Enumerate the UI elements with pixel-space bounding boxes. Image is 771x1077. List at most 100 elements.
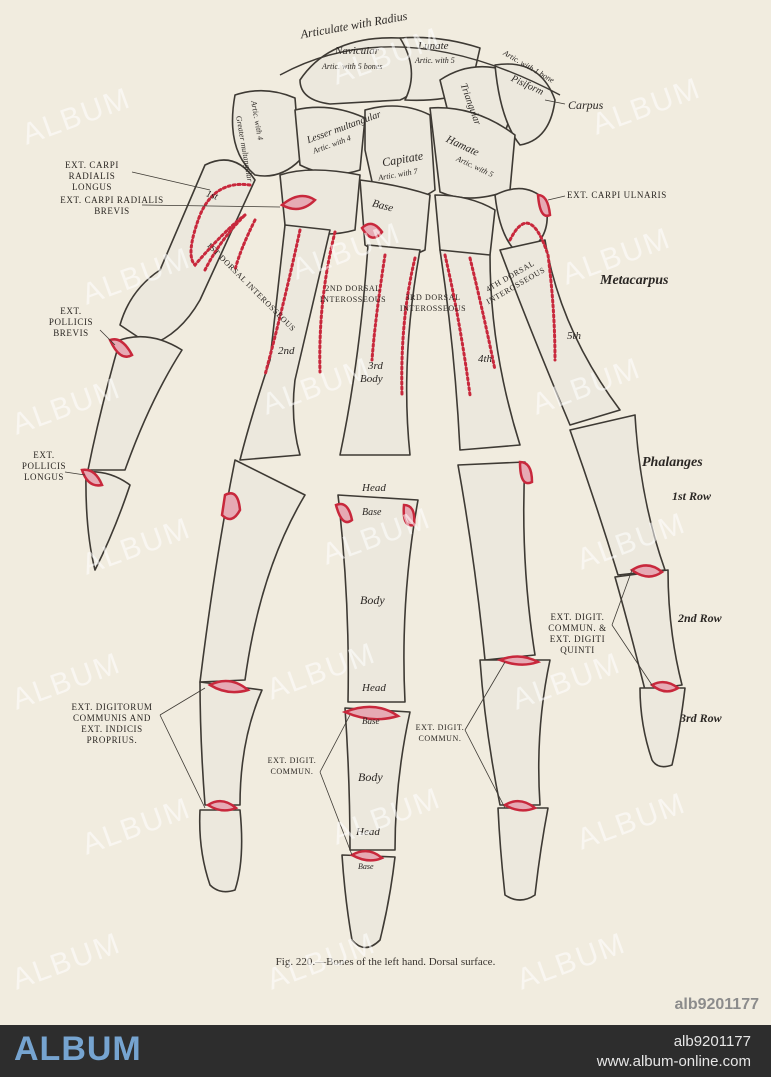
middle-middle-phalanx <box>344 707 411 851</box>
label-head-3: Head <box>356 826 380 838</box>
label-metacarpal-body: Body <box>360 373 383 385</box>
label-row-2: 2nd Row <box>678 611 722 625</box>
label-body-2: Body <box>358 770 383 784</box>
middle-mid-insertion <box>341 705 401 721</box>
little-distal-insertion <box>649 680 681 693</box>
little-distal-phalanx <box>639 687 686 768</box>
metacarpal-3 <box>339 244 421 456</box>
leader-edc-indicis <box>159 687 206 809</box>
little-proximal-phalanx <box>569 414 666 576</box>
metacarpal-2 <box>239 224 331 461</box>
ecu-insertion <box>508 221 557 362</box>
index-mid-insertion <box>207 679 251 694</box>
label-body-1: Body <box>360 593 385 607</box>
ring-middle-phalanx <box>479 659 551 806</box>
ecrb-insertion <box>279 194 317 211</box>
label-navicular-artic: Artic. with 5 bones <box>322 62 383 71</box>
label-epb: Ext. pollicis brevis <box>48 306 94 338</box>
epb-insertion <box>108 338 134 358</box>
leader-ecu <box>547 195 566 201</box>
index-middle-phalanx <box>199 681 263 806</box>
label-edc-1: Ext. digit. commun. <box>267 756 317 776</box>
leader-ecrb <box>141 204 281 208</box>
metacarpal-4 <box>439 249 521 451</box>
ecrl-insertion <box>189 182 252 268</box>
footer-bar: ALBUM alb9201177 www.album-online.com <box>0 1025 771 1077</box>
dorsal-interosseous-2b <box>318 230 337 374</box>
label-row-1: 1st Row <box>672 489 712 503</box>
label-head-1: Head <box>362 482 386 494</box>
thumb-proximal-phalanx <box>87 335 183 471</box>
middle-distal-phalanx <box>341 854 396 949</box>
label-metacarpal-2: 2nd <box>278 345 295 357</box>
footer-image-id: alb9201177 <box>673 1033 751 1050</box>
label-metacarpus: Metacarpus <box>600 273 669 288</box>
label-phalanges: Phalanges <box>642 455 703 470</box>
little-middle-phalanx <box>614 569 683 691</box>
carpal-base-4 <box>434 194 496 259</box>
label-head-2: Head <box>362 682 386 694</box>
label-metacarpal-3: 3rd <box>368 360 383 372</box>
label-carpus: Carpus <box>568 98 604 112</box>
image-reference: alb9201177 <box>674 996 759 1013</box>
leader-edc-quinti <box>611 569 653 686</box>
radius-articular-outline <box>279 46 561 96</box>
label-base-2: Base <box>362 716 380 726</box>
leader-epb <box>99 329 116 346</box>
leader-edc-1 <box>319 714 353 856</box>
label-metacarpal-4: 4th <box>478 353 493 365</box>
index-proximal-phalanx <box>199 459 306 683</box>
middle-base-insertion-l <box>334 502 354 524</box>
ecu-marker <box>536 193 552 218</box>
label-dorsal-interosseous-2: 2nd Dorsal Interosseous <box>319 284 387 304</box>
middle-proximal-phalanx <box>337 494 419 703</box>
label-lunate: Lunate <box>418 40 449 52</box>
index-distal-phalanx <box>198 809 243 893</box>
index-distal-insertion <box>205 799 239 812</box>
label-row-3: 3rd Row <box>680 711 722 725</box>
dorsal-interosseous-4a <box>443 253 472 397</box>
leader-carpus <box>544 99 566 105</box>
dorsal-interosseous-4b <box>468 256 497 372</box>
label-epl: Ext. pollicis longus <box>21 450 67 482</box>
label-edc-quinti: Ext. digit. commun. & Ext. digiti quinti <box>548 612 607 655</box>
leader-edc-2 <box>464 661 506 809</box>
little-mid-insertion <box>629 564 665 578</box>
label-edc-indicis: Ext. digitorum communis and Ext. indicis… <box>71 702 153 745</box>
footer-url[interactable]: www.album-online.com <box>596 1053 751 1070</box>
carpal-greater-multangular <box>231 89 301 177</box>
label-base-1: Base <box>362 507 382 518</box>
ring-distal-insertion <box>502 799 538 812</box>
label-metacarpal-5: 5th <box>567 330 582 342</box>
metacarpal-5 <box>499 239 621 426</box>
label-lunate-artic: Artic. with 5 <box>415 56 455 65</box>
dorsal-interosseous-1 <box>203 213 257 272</box>
epl-insertion <box>80 468 104 487</box>
ring-proximal-phalanx <box>457 461 536 661</box>
dorsal-interosseous-2a <box>263 228 302 377</box>
label-edc-2: Ext. digit. commun. <box>415 723 465 743</box>
label-base-3: Base <box>358 862 374 871</box>
label-navicular: Navicular <box>335 45 379 57</box>
ring-mid-insertion <box>496 655 542 666</box>
anatomy-plate: Articulate with Radius Navicular Artic. … <box>7 8 759 1013</box>
leader-ecrl <box>131 171 211 191</box>
dorsal-interosseous-3a <box>370 253 387 362</box>
middle-base-insertion-r <box>402 503 416 527</box>
ring-distal-phalanx <box>497 807 549 901</box>
label-ecu: Ext. carpi ulnaris <box>567 190 667 200</box>
label-ecrl: Ext. carpi radialis longus <box>65 160 119 192</box>
label-ecrb: Ext. carpi radialis brevis <box>60 195 164 216</box>
label-dorsal-interosseous-3: 3rd Dorsal Interosseous <box>399 293 467 313</box>
ecr-marker-2 <box>360 222 384 239</box>
ring-base-insertion <box>518 460 534 485</box>
hand-skeleton-drawing <box>64 36 686 949</box>
dorsal-interosseous-3b <box>400 256 417 397</box>
leader-epl <box>64 471 86 476</box>
thumb-distal-phalanx <box>85 470 131 571</box>
figure-caption: Fig. 220.—Bones of the left hand. Dorsal… <box>275 956 496 968</box>
brand-logo: ALBUM <box>14 1030 142 1068</box>
index-base-insertion <box>220 492 242 521</box>
metacarpal-1 <box>119 159 256 346</box>
middle-distal-insertion <box>349 849 385 862</box>
